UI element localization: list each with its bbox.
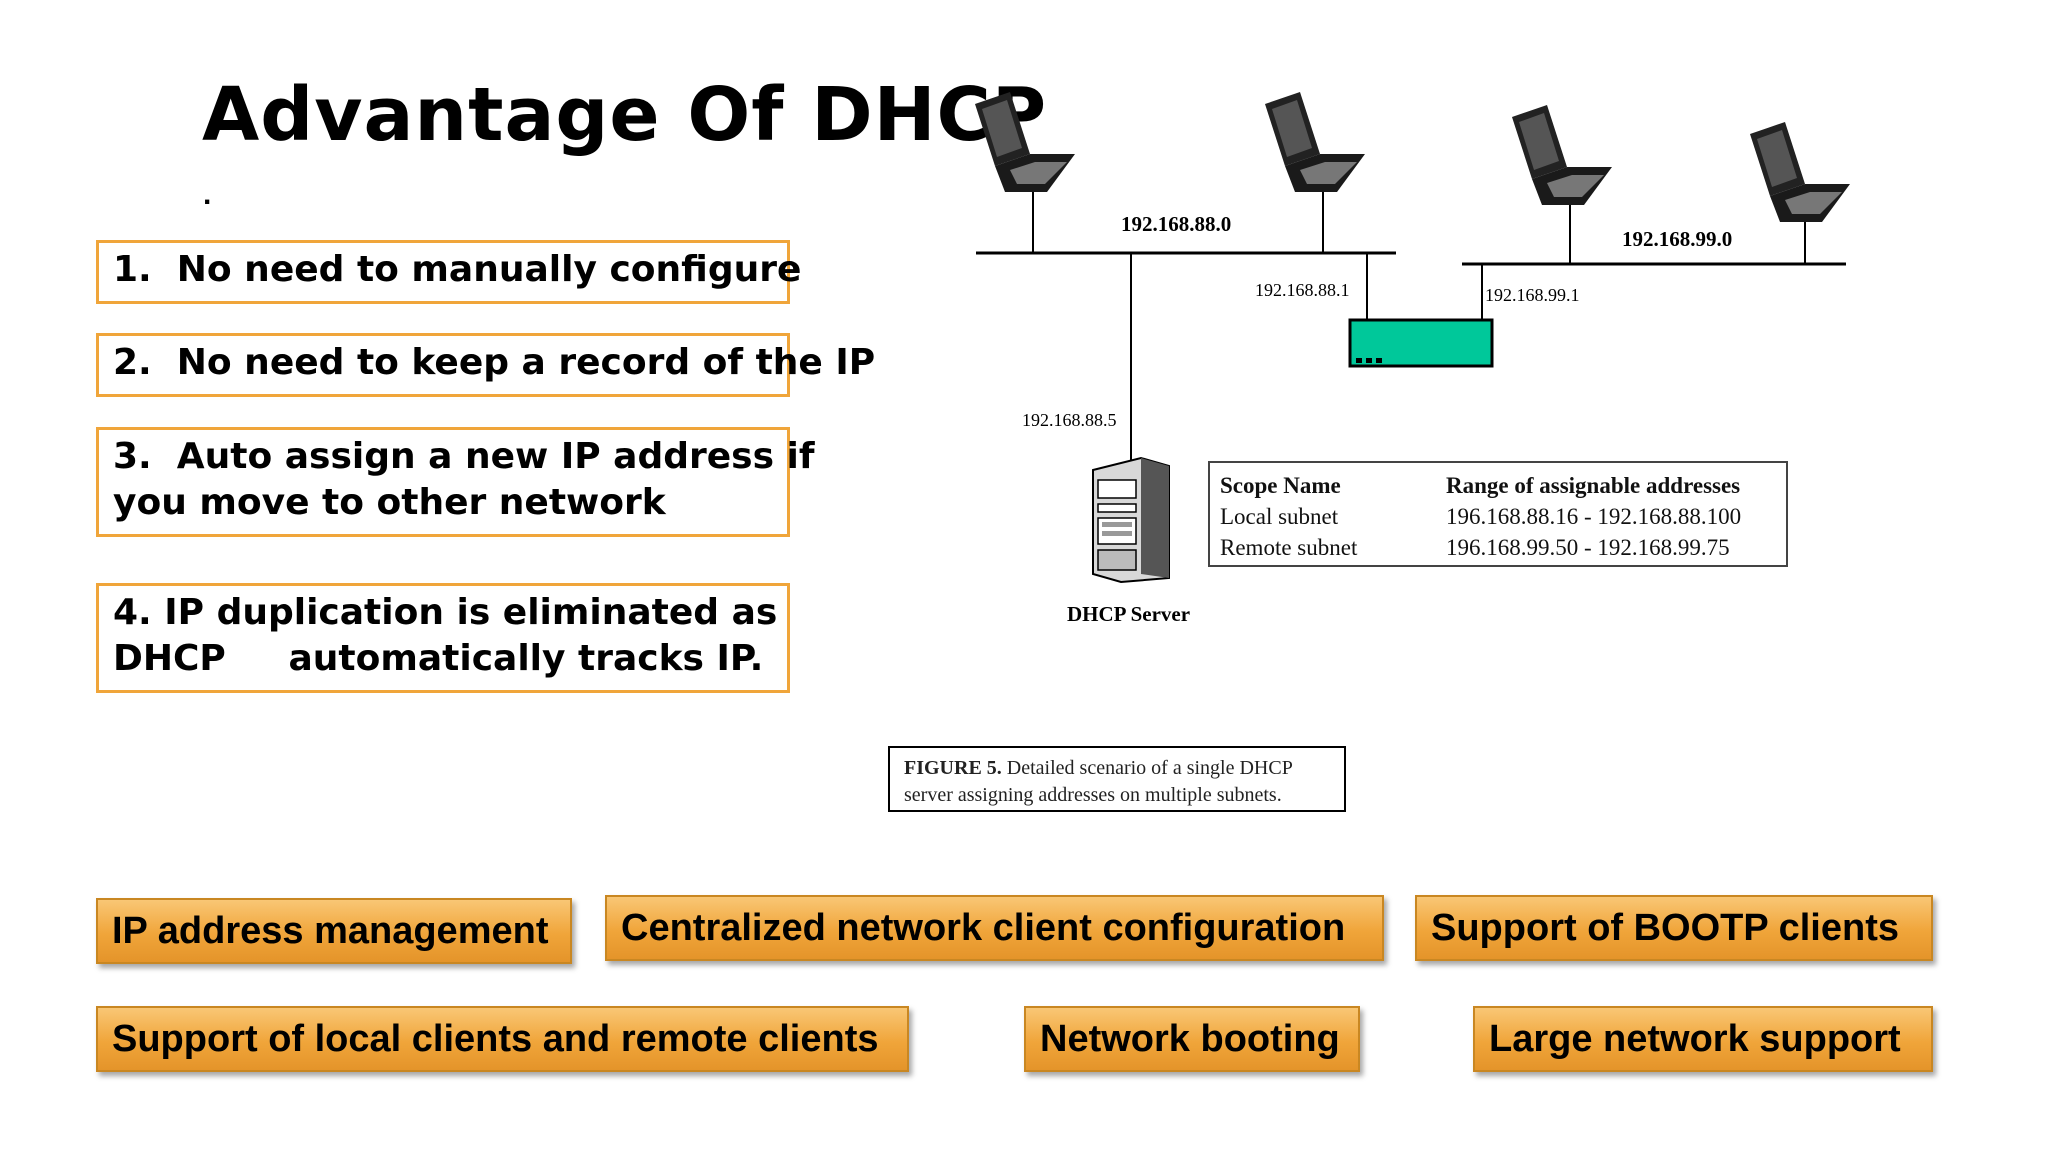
server-icon <box>1092 456 1170 584</box>
router-right-ip: 192.168.99.1 <box>1485 285 1580 305</box>
advantage-point-1: 1. No need to manually configure <box>96 240 802 304</box>
bullet-dot: . <box>203 178 212 211</box>
point-line: 3. Auto assign a new IP address if <box>113 436 815 477</box>
scope-row-range: 196.168.99.50 - 192.168.99.75 <box>1446 535 1730 560</box>
scope-row-range: 196.168.88.16 - 192.168.88.100 <box>1446 504 1742 529</box>
scope-row-name: Remote subnet <box>1220 535 1358 560</box>
feature-network-booting: Network booting <box>1024 1006 1360 1072</box>
figure-caption: FIGURE 5. Detailed scenario of a single … <box>888 746 1346 812</box>
laptop-icon <box>975 92 1075 192</box>
point-line: 4. IP duplication is eliminated as <box>113 592 778 633</box>
laptop-icon <box>1265 92 1365 192</box>
subnet-left-label: 192.168.88.0 <box>1121 212 1231 236</box>
feature-centralized-config: Centralized network client configuration <box>605 895 1384 961</box>
feature-bootp-support: Support of BOOTP clients <box>1415 895 1933 961</box>
feature-ip-address-management: IP address management <box>96 898 572 964</box>
scope-header-range: Range of assignable addresses <box>1446 473 1741 498</box>
server-ip: 192.168.88.5 <box>1022 410 1117 430</box>
scope-row-name: Local subnet <box>1220 504 1339 529</box>
scope-table: Scope Name Range of assignable addresses… <box>1208 461 1788 567</box>
server-label: DHCP Server <box>1067 602 1190 626</box>
point-line: you move to other network <box>113 482 666 523</box>
subnet-right-label: 192.168.99.0 <box>1622 227 1732 251</box>
laptop-icon <box>1512 105 1612 205</box>
caption-line-2: server assigning addresses on multiple s… <box>904 784 1282 806</box>
caption-bold: FIGURE 5. <box>904 757 1002 779</box>
scope-header-name: Scope Name <box>1220 473 1341 498</box>
advantage-point-4: 4. IP duplication is eliminated as DHCP … <box>96 583 790 693</box>
advantage-point-3: 3. Auto assign a new IP address if you m… <box>96 427 815 537</box>
feature-local-remote-clients: Support of local clients and remote clie… <box>96 1006 909 1072</box>
slide-title: Advantage Of DHCP <box>202 72 1048 158</box>
router-icon <box>1348 318 1494 368</box>
feature-large-network-support: Large network support <box>1473 1006 1933 1072</box>
laptop-icon <box>1750 122 1850 222</box>
point-line: DHCP automatically tracks IP. <box>113 638 764 679</box>
router-left-ip: 192.168.88.1 <box>1255 280 1350 300</box>
advantage-point-2: 2. No need to keep a record of the IP <box>96 333 875 397</box>
caption-line-1: Detailed scenario of a single DHCP <box>1001 757 1293 779</box>
point-line: 1. No need to manually configure <box>113 249 802 290</box>
